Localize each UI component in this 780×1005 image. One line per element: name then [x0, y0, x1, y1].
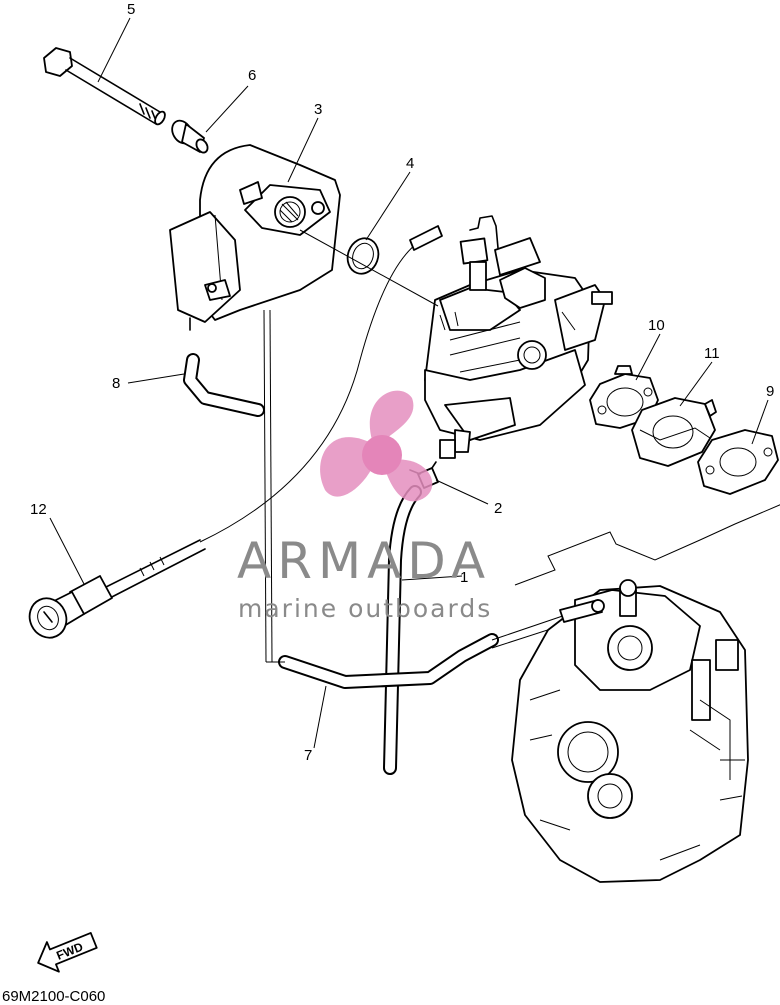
callout-7: 7	[304, 747, 312, 764]
part-8-hose	[183, 353, 265, 417]
callout-labels: 5 6 3 4 10 11 9 8 2 12 1 7	[30, 1, 774, 764]
callout-10: 10	[648, 317, 665, 334]
callout-11: 11	[704, 345, 720, 362]
leader-lines	[49, 17, 769, 749]
cylinder-block	[511, 579, 749, 883]
part-9-gasket	[697, 429, 779, 495]
propeller-blade	[369, 390, 414, 444]
cable-sleeve	[409, 225, 443, 251]
part-12-choke-knob	[28, 539, 206, 639]
callout-5: 5	[127, 1, 135, 18]
part-6-collar	[171, 119, 209, 154]
callout-3: 3	[314, 101, 322, 118]
callout-2: 2	[494, 500, 502, 517]
callout-12: 12	[30, 501, 47, 518]
propeller-blade	[384, 459, 433, 502]
fwd-arrow-icon: FWD	[37, 932, 98, 973]
watermark-brand: ARMADA	[237, 532, 491, 590]
part-5-bolt	[43, 47, 166, 126]
choke-cable	[199, 235, 431, 543]
drawing-code: 69M2100-C060	[2, 988, 105, 1005]
callout-6: 6	[248, 67, 256, 84]
callout-8: 8	[112, 375, 120, 392]
callout-9: 9	[766, 383, 774, 400]
reference-outline	[514, 504, 780, 586]
watermark-tagline: marine outboards	[238, 594, 492, 623]
part-4-o-ring	[346, 237, 380, 275]
propeller-blade	[320, 437, 375, 497]
propeller-hub	[362, 435, 402, 475]
callout-1: 1	[460, 569, 468, 586]
part-3-silencer	[169, 144, 341, 331]
propeller-logo	[320, 390, 433, 502]
part-7-hose	[278, 633, 499, 689]
part-11-insulator	[631, 397, 717, 467]
carburetor	[424, 215, 613, 459]
breather-line	[269, 309, 273, 663]
callout-4: 4	[406, 155, 414, 172]
watermark: ARMADA marine outboards	[237, 390, 492, 623]
